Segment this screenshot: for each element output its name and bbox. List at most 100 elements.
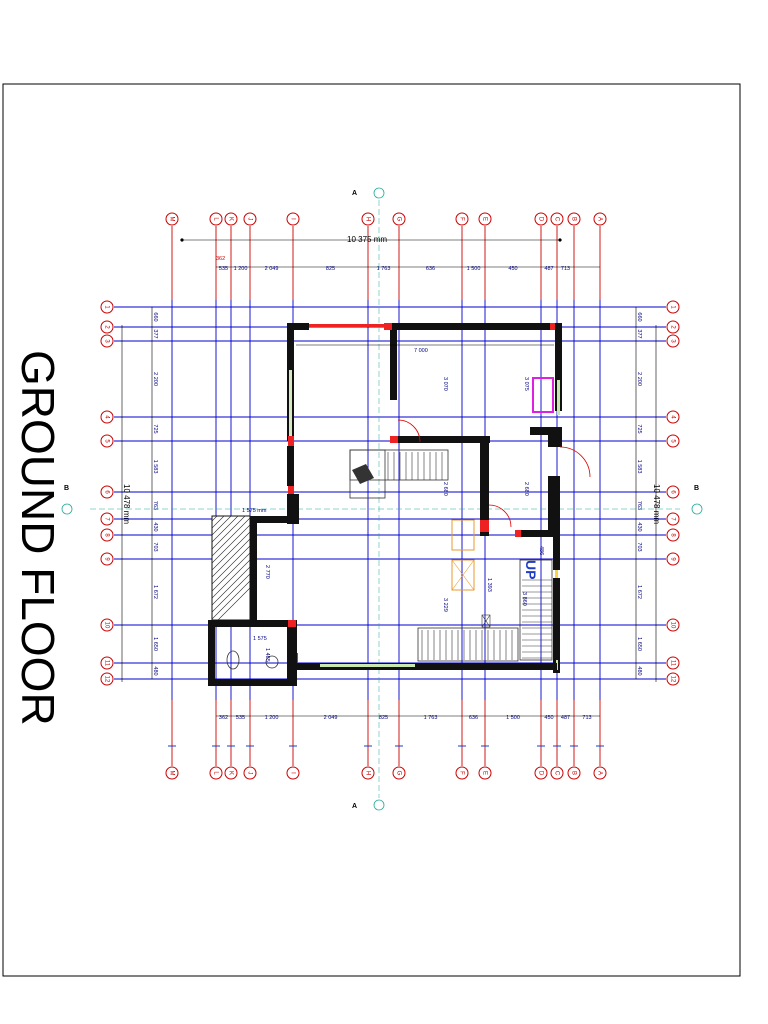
dim-1393: 1 393	[486, 578, 492, 592]
svg-text:G: G	[395, 771, 401, 776]
row-dim-right-5: 763	[636, 501, 642, 510]
row-dim-left-2: 2 200	[152, 372, 158, 386]
row-bubble-right-1: 1	[666, 300, 680, 314]
svg-text:I: I	[289, 772, 295, 774]
row-dim-right-6: 430	[636, 522, 642, 531]
col-bubble-top-I: I	[286, 212, 300, 226]
row-bubble-left-10: 10	[100, 618, 114, 632]
svg-text:K: K	[227, 217, 233, 221]
row-bubble-left-8: 8	[100, 528, 114, 542]
col-bubble-top-G: G	[392, 212, 406, 226]
row-bubble-right-7: 7	[666, 512, 680, 526]
row-dim-right-3: 725	[636, 424, 642, 433]
row-bubble-left-7: 7	[100, 512, 114, 526]
svg-text:A: A	[352, 803, 357, 810]
svg-text:3: 3	[669, 339, 675, 343]
col-bubble-top-B: B	[567, 212, 581, 226]
svg-text:11: 11	[103, 660, 109, 667]
row-dim-left-10: 480	[152, 666, 158, 675]
bottom-dim-6: 636	[469, 715, 478, 721]
row-dim-right-4: 1 583	[636, 460, 642, 474]
overall-width-tick-right	[558, 238, 562, 242]
svg-text:J: J	[246, 772, 252, 775]
section-marker-a-bottom: A	[352, 799, 385, 811]
svg-text:12: 12	[669, 676, 675, 683]
hatched-storage-area	[212, 516, 250, 620]
svg-text:8: 8	[103, 533, 109, 537]
row-bubble-right-10: 10	[666, 618, 680, 632]
col-bubble-top-A: A	[593, 212, 607, 226]
svg-text:H: H	[364, 217, 370, 221]
bottom-dim-1: 535	[236, 715, 245, 721]
top-dim-6: 1 500	[467, 266, 481, 272]
dim-1575-mm: 1 575 mm	[242, 508, 267, 514]
svg-text:10: 10	[103, 622, 109, 629]
svg-text:A: A	[352, 190, 357, 197]
row-bubble-left-3: 3	[100, 334, 114, 348]
svg-text:2: 2	[669, 325, 675, 329]
row-dim-right-9: 1 650	[636, 637, 642, 651]
section-marker-b-left: B	[61, 485, 73, 515]
svg-text:L: L	[212, 771, 218, 775]
row-bubble-right-8: 8	[666, 528, 680, 542]
drawing-title: GROUND FLOOR	[12, 350, 64, 726]
svg-text:B: B	[694, 485, 699, 492]
bottom-dim-8: 450	[544, 715, 553, 721]
svg-text:9: 9	[103, 557, 109, 561]
svg-text:C: C	[553, 771, 559, 776]
dim-3229: 3 229	[442, 598, 448, 612]
svg-text:F: F	[458, 217, 464, 221]
svg-text:B: B	[570, 217, 576, 221]
col-bubble-top-K: K	[224, 212, 238, 226]
bottom-dim-9: 487	[561, 715, 570, 721]
row-bubble-right-5: 5	[666, 434, 680, 448]
svg-text:E: E	[481, 217, 487, 221]
row-bubble-left-4: 4	[100, 410, 114, 424]
svg-text:D: D	[537, 217, 543, 222]
row-bubble-left-1: 1	[100, 300, 114, 314]
svg-text:G: G	[395, 217, 401, 222]
svg-text:A: A	[596, 771, 602, 775]
door-swing-1	[397, 419, 421, 443]
row-bubble-left-2: 2	[100, 320, 114, 334]
svg-text:8: 8	[669, 533, 675, 537]
overall-width-label: 10 375 mm	[347, 235, 387, 244]
top-dim-3: 825	[326, 266, 335, 272]
svg-text:4: 4	[103, 415, 109, 419]
col-bubble-top-D: D	[534, 212, 548, 226]
top-dim-first: 362	[216, 256, 225, 262]
row-dim-right-7: 703	[636, 542, 642, 551]
row-dim-left-3: 725	[152, 424, 158, 433]
col-bubble-bottom-M: M	[165, 766, 179, 780]
svg-text:D: D	[537, 771, 543, 776]
svg-text:7: 7	[103, 517, 109, 521]
row-bubble-right-12: 12	[666, 672, 680, 686]
staircase-upper	[349, 449, 449, 499]
sheet-frame	[2, 83, 741, 977]
col-bubble-top-H: H	[361, 212, 375, 226]
top-dim-1: 1 200	[234, 266, 248, 272]
row-dim-left-4: 1 583	[152, 460, 158, 474]
svg-text:B: B	[64, 485, 69, 492]
bottom-dim-10: 713	[582, 715, 591, 721]
col-bubble-bottom-H: H	[361, 766, 375, 780]
dim-2770: 2 770	[264, 565, 270, 579]
column-grid-lines	[168, 226, 604, 766]
col-bubble-bottom-B: B	[567, 766, 581, 780]
row-dim-left-8: 1 672	[152, 585, 158, 599]
row-grid-lines	[114, 306, 666, 680]
svg-text:2: 2	[103, 325, 109, 329]
row-bubble-right-9: 9	[666, 552, 680, 566]
bottom-dim-7: 1 500	[506, 715, 520, 721]
row-dim-right-1: 377	[636, 329, 642, 338]
dim-486: 486	[538, 546, 544, 555]
staircase-lower	[417, 627, 519, 662]
row-bubble-right-2: 2	[666, 320, 680, 334]
svg-text:9: 9	[669, 557, 675, 561]
section-marker-b-right: B	[691, 485, 703, 515]
svg-text:4: 4	[669, 415, 675, 419]
top-dim-4: 1 763	[377, 266, 391, 272]
